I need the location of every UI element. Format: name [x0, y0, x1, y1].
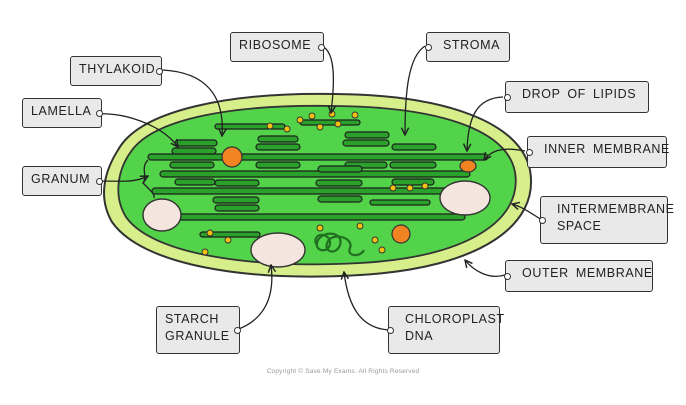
tag-hole [96, 178, 103, 185]
starch-granule [142, 180, 491, 268]
granum-stack [315, 165, 363, 203]
tag-hole [387, 327, 394, 334]
label-thylakoid: THYLAKOID [70, 56, 163, 86]
granum-stack [169, 139, 218, 186]
label-ribosome: RIBOSOME [230, 32, 325, 62]
label-outer-membrane: OUTER MEMBRANE [504, 260, 653, 292]
label-starch-granule: STARCH GRANULE [156, 306, 241, 354]
tag-hole [504, 94, 511, 101]
granum-stack [389, 143, 437, 186]
copyright-notice: Copyright © Save My Exams. All Rights Re… [266, 368, 420, 375]
tag-hole [504, 273, 511, 280]
granum-stack [212, 179, 260, 212]
granum-stack [255, 135, 301, 169]
tag-hole [318, 44, 325, 51]
granum-bracket [142, 159, 155, 199]
label-chloroplast-dna: CHLOROPLAST DNA [387, 306, 504, 354]
label-inner-membrane: INNER MEMBRANE [526, 136, 669, 168]
label-granum: GRANUM [22, 166, 103, 196]
label-stroma: STROMA [425, 32, 510, 62]
label-drop-of-lipids: DROP OF LIPIDS [504, 81, 649, 113]
tag-hole [156, 68, 163, 75]
leader-lines [95, 44, 543, 331]
chloroplast-dna [314, 232, 365, 257]
tag-hole [425, 44, 432, 51]
tag-hole [539, 217, 546, 224]
label-intermembrane-space: INTERMEMBRANE SPACE [539, 196, 674, 244]
lipid-drop [221, 146, 477, 244]
tag-hole [96, 110, 103, 117]
label-lamella: LAMELLA [22, 98, 103, 128]
tag-hole [526, 149, 533, 156]
tag-hole [234, 327, 241, 334]
